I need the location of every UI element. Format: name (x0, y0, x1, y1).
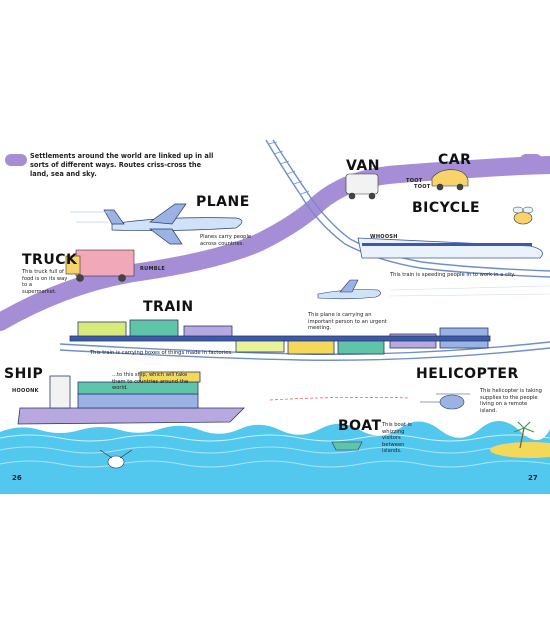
sound-whoosh: WHOOSH (370, 234, 398, 240)
caption-boat: This boat is whizzing visitors between i… (382, 422, 412, 454)
title-ship: SHIP (4, 366, 44, 382)
caption-small-plane: This plane is carrying an important pers… (308, 312, 387, 331)
cargo-train (69, 319, 491, 355)
sound-hooonk: HOOONK (12, 388, 39, 394)
caption-ship: ...to this ship, which will take them to… (112, 372, 189, 391)
van-illustration (345, 173, 379, 200)
title-car: CAR (438, 152, 472, 168)
ship-illustration (17, 371, 245, 425)
plane-illustration (103, 203, 243, 245)
railway-track-top (265, 139, 550, 278)
book-spread: Settlements around the world are linked … (0, 132, 550, 494)
helicopter-flight-path (269, 396, 411, 401)
title-helicopter: HELICOPTER (416, 366, 519, 382)
high-speed-train (357, 237, 543, 259)
seagull-illustration (99, 449, 133, 469)
caption-helicopter: This helicopter is taking supplies to th… (480, 388, 542, 414)
helicopter-illustration (420, 393, 470, 410)
boat-illustration (331, 441, 363, 451)
title-bicycle: BICYCLE (412, 200, 481, 216)
bee-illustration (512, 206, 534, 225)
sound-toot-2: TOOT (414, 184, 431, 190)
title-van: VAN (346, 158, 380, 174)
left-tab-marker (5, 154, 27, 166)
caption-high-speed-train: This train is speeding people in to work… (390, 272, 516, 278)
sound-rumble: RUMBLE (140, 266, 166, 272)
caption-plane: Planes carry people across countries. (200, 234, 252, 247)
car-illustration (431, 169, 469, 191)
intro-text: Settlements around the world are linked … (30, 152, 214, 178)
title-train: TRAIN (143, 299, 194, 315)
page-number-left: 26 (12, 474, 22, 482)
truck-illustration (65, 249, 135, 282)
title-boat: BOAT (338, 418, 382, 434)
title-truck: TRUCK (22, 252, 78, 268)
page-number-right: 27 (528, 474, 538, 482)
road (0, 156, 550, 331)
sound-toot-1: TOOT (406, 178, 423, 184)
small-plane-illustration (317, 279, 381, 300)
scene-illustration (0, 139, 550, 494)
right-tab-marker (520, 154, 542, 166)
title-plane: PLANE (196, 194, 250, 210)
island-illustration (490, 421, 550, 458)
caption-train: This train is carrying boxes of things m… (90, 350, 233, 356)
caption-truck: This truck full of food is on its way to… (22, 269, 68, 295)
sea (0, 420, 550, 494)
